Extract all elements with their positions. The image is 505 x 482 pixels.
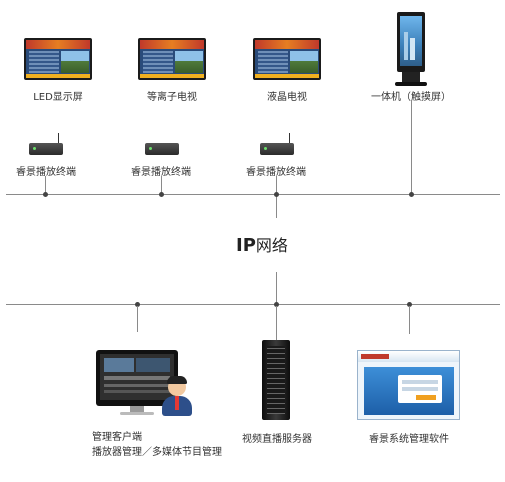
bus-node — [274, 302, 279, 307]
player-connector-1 — [45, 176, 46, 194]
client-label-line1: 管理客户端 — [92, 432, 142, 443]
kiosk-image — [394, 12, 428, 86]
player-box-3 — [260, 133, 294, 155]
player-box-1 — [29, 133, 63, 155]
ip-network-suffix: 网络 — [255, 236, 288, 255]
player-connector-2 — [161, 176, 162, 194]
led-display-image — [24, 38, 92, 80]
software-connector — [409, 306, 410, 334]
client-monitor-image — [96, 350, 196, 430]
led-display-label: LED显示屏 — [33, 92, 83, 103]
bus-node — [409, 192, 414, 197]
bottom-network-bus — [6, 304, 500, 305]
kiosk-label: 一体机（触摸屏） — [371, 92, 451, 103]
client-label-line2: 播放器管理／多媒体节目管理 — [92, 447, 222, 458]
plasma-tv-image — [138, 38, 206, 80]
client-label: 管理客户端 播放器管理／多媒体节目管理 — [92, 430, 242, 460]
lcd-tv-label: 液晶电视 — [267, 92, 307, 103]
player-label-3: 睿景播放终端 — [246, 167, 306, 178]
software-window-image — [357, 350, 460, 420]
bus-node — [407, 302, 412, 307]
server-connector — [276, 306, 277, 340]
ip-network-prefix: IP — [236, 235, 256, 256]
player-label-1: 睿景播放终端 — [16, 167, 76, 178]
kiosk-connector — [411, 100, 412, 194]
player-label-2: 睿景播放终端 — [131, 167, 191, 178]
bus-node — [43, 192, 48, 197]
ip-network-label: IP网络 — [236, 232, 316, 256]
software-label: 睿景系统管理软件 — [369, 434, 449, 445]
server-label: 视频直播服务器 — [242, 434, 312, 445]
bus-node — [135, 302, 140, 307]
bus-node — [274, 192, 279, 197]
player-connector-3 — [276, 176, 277, 218]
lcd-tv-image — [253, 38, 321, 80]
player-box-2 — [145, 143, 179, 155]
server-rack-image — [262, 340, 290, 420]
bus-node — [159, 192, 164, 197]
bottom-to-top-connector — [276, 272, 277, 304]
client-connector — [137, 306, 138, 332]
plasma-tv-label: 等离子电视 — [147, 92, 197, 103]
top-network-bus — [6, 194, 500, 195]
